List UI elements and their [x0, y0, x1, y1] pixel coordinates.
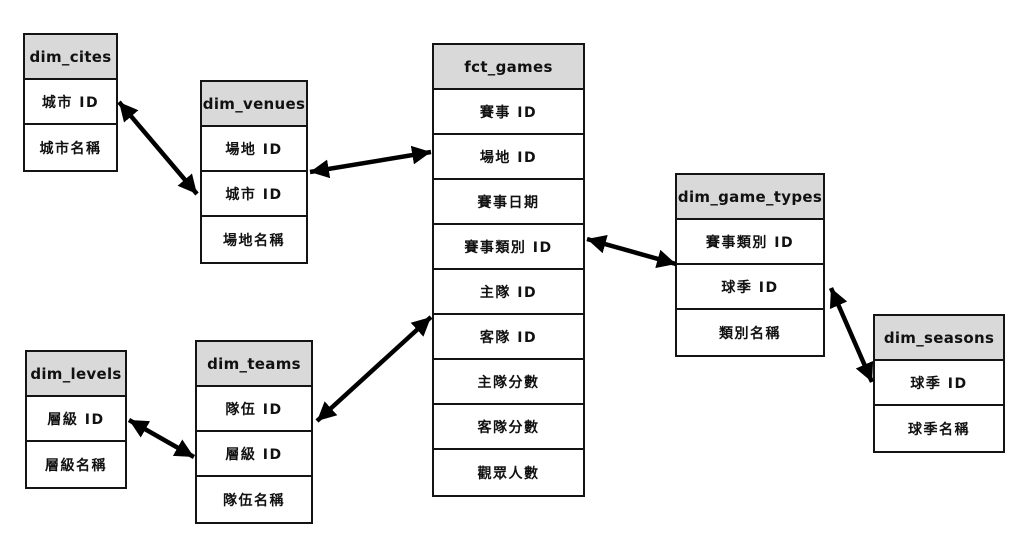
- field-dim_seasons-1: 球季名稱: [875, 406, 1003, 451]
- table-title-dim_venues: dim_venues: [202, 82, 306, 127]
- table-title-fct_games: fct_games: [434, 45, 583, 90]
- table-title-dim_teams: dim_teams: [197, 342, 311, 387]
- field-dim_levels-1: 層級名稱: [27, 442, 125, 487]
- field-fct_games-4: 主隊 ID: [434, 270, 583, 315]
- field-dim_venues-0: 場地 ID: [202, 127, 306, 172]
- field-dim_levels-0: 層級 ID: [27, 397, 125, 442]
- field-fct_games-0: 賽事 ID: [434, 90, 583, 135]
- field-dim_cites-0: 城市 ID: [25, 80, 116, 125]
- field-fct_games-7: 客隊分數: [434, 405, 583, 450]
- field-fct_games-1: 場地 ID: [434, 135, 583, 180]
- field-fct_games-8: 觀眾人數: [434, 450, 583, 495]
- field-dim_venues-2: 場地名稱: [202, 217, 306, 262]
- field-dim_teams-1: 層級 ID: [197, 432, 311, 477]
- field-fct_games-3: 賽事類別 ID: [434, 225, 583, 270]
- field-dim_cites-1: 城市名稱: [25, 125, 116, 170]
- table-title-dim_game_types: dim_game_types: [677, 175, 823, 220]
- table-title-dim_levels: dim_levels: [27, 352, 125, 397]
- field-dim_seasons-0: 球季 ID: [875, 361, 1003, 406]
- field-dim_game_types-0: 賽事類別 ID: [677, 220, 823, 265]
- table-title-dim_seasons: dim_seasons: [875, 316, 1003, 361]
- field-fct_games-5: 客隊 ID: [434, 315, 583, 360]
- field-fct_games-2: 賽事日期: [434, 180, 583, 225]
- field-dim_teams-2: 隊伍名稱: [197, 477, 311, 522]
- field-fct_games-6: 主隊分數: [434, 360, 583, 405]
- table-title-dim_cites: dim_cites: [25, 35, 116, 80]
- field-dim_game_types-1: 球季 ID: [677, 265, 823, 310]
- field-dim_teams-0: 隊伍 ID: [197, 387, 311, 432]
- field-dim_venues-1: 城市 ID: [202, 172, 306, 217]
- field-dim_game_types-2: 類別名稱: [677, 310, 823, 355]
